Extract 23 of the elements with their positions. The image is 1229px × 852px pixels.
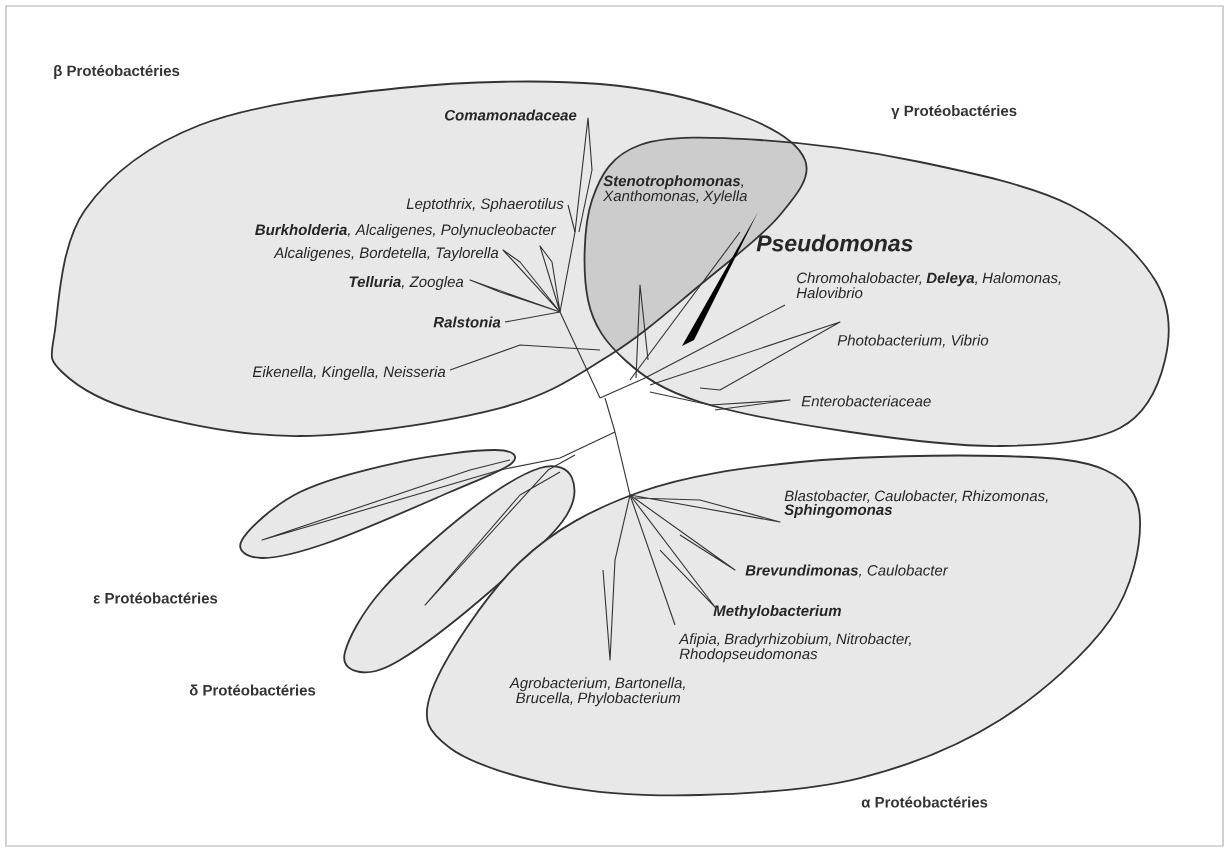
node-label: ε Protéobactéries	[93, 592, 218, 604]
taxon-label: Stenotrophomonas, Xanthomonas, Xylella	[602, 175, 747, 205]
taxon-label: Enterobacteriaceae	[801, 395, 931, 407]
taxon-label: Chromohalobacter, Deleya, Halomonas, Halovibrio	[796, 272, 1061, 299]
taxon-label: Blastobacter, Caulobacter, Rhizomonas, Sphingomonas	[784, 490, 1048, 518]
taxon-label: Leptothrix, Sphaerotilus	[406, 198, 564, 212]
taxon-label: Agrobacterium, Bartonella, Brucella, Phylobacterium	[509, 677, 685, 707]
node-label: β Protéobactéries	[54, 64, 180, 80]
taxon-label: Photobacterium, Vibrio	[837, 334, 989, 348]
taxon-label: Alcaligenes, Bordetella, Taylorella	[273, 247, 499, 261]
taxon-label: Brevundimonas, Caulobacter	[745, 564, 949, 578]
taxon-label: Ralstonia	[433, 316, 501, 328]
taxon-label: Telluria, Zooglea	[349, 276, 464, 290]
taxon-label: Pseudomonas	[756, 234, 913, 252]
clade-outline: ε Protéobactéries	[93, 449, 517, 604]
taxon-label: Eikenella, Kingella, Neisseria	[252, 366, 446, 380]
node-label: α Protéobactéries	[861, 796, 988, 808]
taxon-label: Burkholderia, Alcaligenes, Polynucleobacter	[255, 224, 557, 238]
taxon-label: Methylobacterium	[713, 605, 841, 619]
node-label: δ Protéobactéries	[189, 684, 316, 696]
node-label: γ Protéobactéries	[891, 104, 1017, 120]
taxon-label: Afipia, Bradyrhizobium, Nitrobacter, Rhodopseudomonas	[678, 633, 911, 663]
taxon-label: Comamonadaceae	[445, 109, 577, 121]
